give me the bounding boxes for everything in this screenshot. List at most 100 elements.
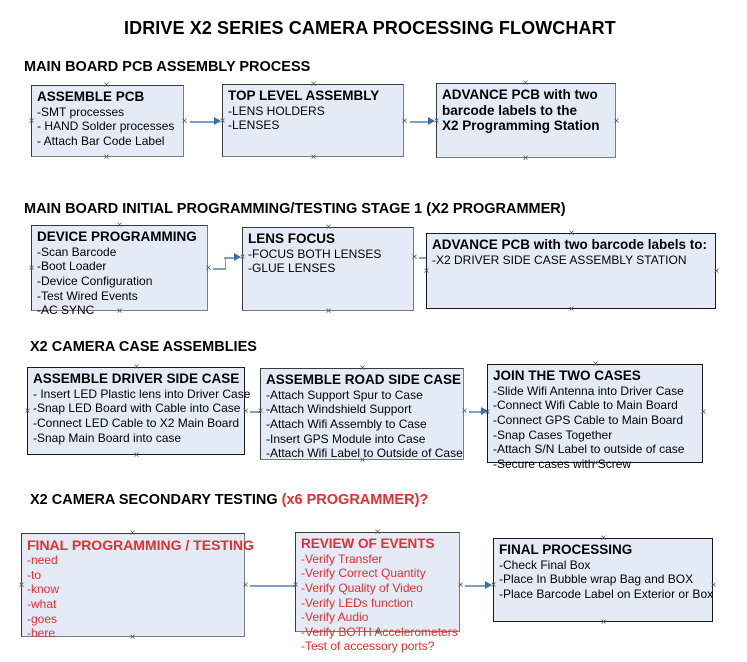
connection-handle-left[interactable] (27, 264, 36, 273)
connection-handle-bottom[interactable] (591, 459, 600, 468)
connection-handle-top[interactable] (373, 528, 382, 537)
node-title: ADVANCE PCB with two (442, 87, 598, 102)
node-lens-focus[interactable]: LENS FOCUS -FOCUS BOTH LENSES -GLUE LENS… (242, 227, 414, 311)
connection-handle-top[interactable] (521, 79, 530, 88)
connection-handle-right[interactable] (612, 117, 621, 126)
section-heading-text: X2 CAMERA SECONDARY TESTING (30, 492, 282, 508)
connection-handle-right[interactable] (712, 267, 721, 276)
section-heading-x2-camera-secondary-testing: X2 CAMERA SECONDARY TESTING (x6 PROGRAMM… (30, 492, 428, 508)
node-title: LENS FOCUS (248, 231, 336, 246)
connection-handle-left[interactable] (432, 117, 441, 126)
node-line: -know (27, 582, 60, 597)
node-line: -Snap LED Board with Cable into Case (33, 401, 241, 416)
connection-handle-top[interactable] (567, 229, 576, 238)
connection-handle-right[interactable] (241, 407, 250, 416)
node-review-of-events[interactable]: REVIEW OF EVENTS -Verify Transfer -Verif… (295, 532, 460, 653)
node-title: DEVICE PROGRAMMING (37, 229, 197, 244)
node-line: -here (27, 626, 56, 641)
node-line: -LENSES (228, 118, 280, 133)
node-line: -Verify LEDs function (301, 595, 414, 610)
node-top-level-assembly[interactable]: TOP LEVEL ASSEMBLY -LENS HOLDERS -LENSES (222, 84, 404, 157)
connector-device-programming-to-lens-focus[interactable] (213, 268, 226, 270)
connection-handle-left[interactable] (23, 407, 32, 416)
connection-handle-bottom[interactable] (309, 153, 318, 162)
connection-handle-top[interactable] (324, 223, 333, 232)
connection-handle-top[interactable] (102, 81, 111, 90)
node-line: -Check Final Box (499, 557, 591, 572)
connection-handle-top[interactable] (115, 221, 124, 230)
connector-road-case-to-join-cases[interactable] (469, 411, 483, 413)
connection-handle-left[interactable] (489, 581, 498, 590)
connection-handle-left[interactable] (218, 117, 227, 126)
connector-top-level-assembly-to-advance-pcb[interactable] (410, 121, 430, 123)
connection-handle-top[interactable] (599, 534, 608, 543)
connection-handle-top[interactable] (358, 364, 367, 373)
connection-handle-top[interactable] (591, 360, 600, 369)
connector-review-of-events-to-final-processing[interactable] (465, 585, 487, 587)
connection-handle-bottom[interactable] (102, 153, 111, 162)
node-final-programming-testing[interactable]: FINAL PROGRAMMING / TESTING -need -to -k… (21, 533, 254, 640)
node-title: FINAL PROGRAMMING / TESTING (27, 537, 254, 553)
connection-handle-left[interactable] (256, 407, 265, 416)
node-title: ADVANCE PCB with two barcode labels to: (432, 237, 708, 252)
connection-handle-bottom[interactable] (358, 456, 367, 465)
node-join-the-two-cases[interactable]: JOIN THE TWO CASES -Slide Wifi Antenna i… (487, 364, 703, 471)
node-assemble-pcb[interactable]: ASSEMBLE PCB -SMT processes - HAND Solde… (31, 85, 184, 157)
connection-handle-left[interactable] (422, 267, 431, 276)
node-line: -Snap Main Board into case (33, 430, 182, 445)
page-title: IDRIVE X2 SERIES CAMERA PROCESSING FLOWC… (124, 18, 616, 38)
node-line: X2 Programming Station (442, 118, 600, 134)
node-line-overflow: -Test of accessory ports? (301, 639, 435, 654)
connection-handle-bottom[interactable] (128, 633, 137, 642)
connection-handle-bottom[interactable] (567, 305, 576, 314)
connection-handle-right[interactable] (400, 117, 409, 126)
node-line: -Place Barcode Label on Exterior or Box (499, 586, 714, 601)
connection-handle-bottom[interactable] (324, 307, 333, 316)
connection-handle-bottom[interactable] (132, 451, 141, 460)
node-advance-pcb-driver-side-case[interactable]: ADVANCE PCB with two barcode labels to: … (426, 233, 716, 309)
connection-handle-bottom[interactable] (115, 307, 124, 316)
connection-handle-left[interactable] (17, 581, 26, 590)
node-line: -Device Configuration (37, 273, 153, 288)
node-line: - Attach Bar Code Label (37, 133, 165, 148)
node-assemble-driver-side-case[interactable]: ASSEMBLE DRIVER SIDE CASE - Insert LED P… (27, 367, 250, 455)
node-line: -FOCUS BOTH LENSES (248, 246, 382, 261)
connection-handle-top[interactable] (128, 529, 137, 538)
connection-handle-bottom[interactable] (599, 618, 608, 627)
connection-handle-top[interactable] (309, 80, 318, 89)
connection-handle-right[interactable] (460, 407, 469, 416)
connection-handle-right[interactable] (699, 408, 708, 417)
connection-handle-right[interactable] (204, 264, 213, 273)
connection-handle-left[interactable] (291, 581, 300, 590)
connection-handle-right[interactable] (456, 581, 465, 590)
connection-handle-left[interactable] (238, 253, 247, 262)
node-line: barcode labels to the (442, 102, 578, 118)
connector-final-programming-to-review-of-events[interactable] (250, 585, 295, 587)
connection-handle-right[interactable] (709, 581, 718, 590)
connection-handle-top[interactable] (132, 363, 141, 372)
connection-handle-bottom[interactable] (373, 628, 382, 637)
node-line: -GLUE LENSES (248, 261, 336, 276)
node-device-programming[interactable]: DEVICE PROGRAMMING -Scan Barcode -Boot L… (31, 225, 208, 317)
connection-handle-left[interactable] (27, 117, 36, 126)
node-title: TOP LEVEL ASSEMBLY (228, 88, 380, 103)
node-assemble-road-side-case[interactable]: ASSEMBLE ROAD SIDE CASE -Attach Support … (260, 368, 464, 460)
node-line: -LENS HOLDERS (228, 103, 325, 118)
connection-handle-right[interactable] (241, 581, 250, 590)
node-line: -Place In Bubble wrap Bag and BOX (499, 572, 694, 587)
connection-handle-bottom[interactable] (521, 154, 530, 163)
node-line: -Connect LED Cable to X2 Main Board (33, 415, 240, 430)
section-heading-main-board-initial-programming: MAIN BOARD INITIAL PROGRAMMING/TESTING S… (24, 201, 566, 217)
node-title: ASSEMBLE PCB (37, 89, 145, 104)
connection-handle-right[interactable] (180, 117, 189, 126)
node-line: -Connect Wifi Cable to Main Board (493, 398, 678, 413)
node-line: -Scan Barcode (37, 244, 117, 259)
node-final-processing[interactable]: FINAL PROCESSING -Check Final Box -Place… (493, 538, 713, 622)
connection-handle-left[interactable] (483, 408, 492, 417)
node-advance-pcb-programming-station[interactable]: ADVANCE PCB with two barcode labels to t… (436, 83, 616, 158)
connector-elbow-segment (224, 257, 236, 259)
node-line: -Attach S/N Label to outside of case (493, 442, 685, 457)
connection-handle-right[interactable] (410, 253, 419, 262)
node-line: -Test Wired Events (37, 288, 138, 303)
connector-assemble-pcb-to-top-level-assembly[interactable] (190, 121, 216, 123)
